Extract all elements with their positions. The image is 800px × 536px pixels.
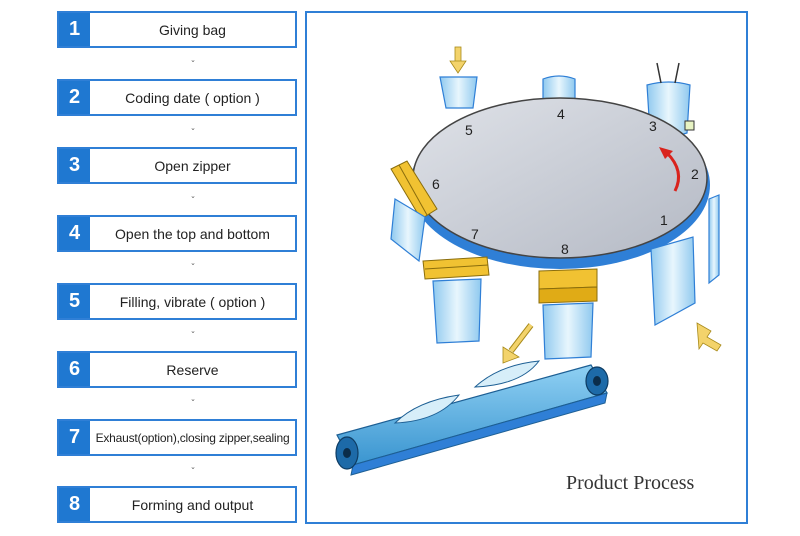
incoming-bag (650, 236, 696, 326)
step-number: 4 (59, 217, 90, 250)
step-label: Reserve (166, 361, 219, 378)
station-number: 1 (660, 212, 668, 228)
step-2: 2 Coding date ( option ) (57, 79, 297, 116)
step-1: 1 Giving bag (57, 11, 297, 48)
filling-hopper (439, 76, 478, 109)
station-2-bag (708, 194, 720, 285)
step-label: Exhaust(option),closing zipper,sealing (95, 430, 290, 445)
turntable (412, 97, 708, 259)
station-number: 7 (471, 226, 479, 242)
step-number: 5 (59, 285, 90, 318)
chevron-down-icon: ˇ (190, 467, 196, 478)
chevron-down-icon: ˇ (190, 263, 196, 274)
chevron-down-icon: ˇ (190, 331, 196, 342)
step-5: 5 Filling, vibrate ( option ) (57, 283, 297, 320)
step-label: Filling, vibrate ( option ) (119, 293, 266, 310)
station-number: 5 (465, 122, 473, 138)
station-8-clamp (538, 268, 598, 360)
step-6: 6 Reserve (57, 351, 297, 388)
rotation-arrow-icon (659, 147, 681, 192)
step-7: 7 Exhaust(option),closing zipper,sealing (57, 419, 297, 456)
step-number: 7 (59, 421, 90, 454)
step-label: Coding date ( option ) (125, 89, 260, 106)
step-number: 6 (59, 353, 90, 386)
diagram-caption: Product Process (566, 472, 695, 494)
product-process-diagram: 1 2 3 4 5 6 7 8 (305, 11, 748, 524)
step-4: 4 Open the top and bottom (57, 215, 297, 252)
chevron-down-icon: ˇ (190, 196, 196, 207)
step-number: 8 (59, 488, 90, 521)
chevron-down-icon: ˇ (190, 399, 196, 410)
step-3: 3 Open zipper (57, 147, 297, 184)
step-8: 8 Forming and output (57, 486, 297, 523)
station-number: 4 (557, 106, 565, 122)
station-6-clamp (390, 160, 438, 263)
station-7-clamp (422, 256, 490, 344)
station-number: 2 (691, 166, 699, 182)
chevron-down-icon: ˇ (190, 128, 196, 139)
step-label: Giving bag (159, 21, 226, 38)
arrow-down-left-icon (502, 323, 534, 364)
step-label: Open zipper (154, 157, 231, 174)
station-number: 3 (649, 118, 657, 134)
step-number: 3 (59, 149, 90, 182)
step-label: Forming and output (131, 496, 254, 513)
step-label: Open the top and bottom (115, 225, 270, 242)
arrow-up-left-icon (696, 322, 722, 352)
output-conveyor (335, 360, 609, 476)
step-number: 1 (59, 13, 90, 46)
chevron-down-icon: ˇ (190, 60, 196, 71)
station-number: 6 (432, 176, 440, 192)
station-number: 8 (561, 241, 569, 257)
step-number: 2 (59, 81, 90, 114)
machine-illustration: 1 2 3 4 5 6 7 8 (335, 46, 722, 476)
arrow-down-icon (449, 46, 467, 74)
